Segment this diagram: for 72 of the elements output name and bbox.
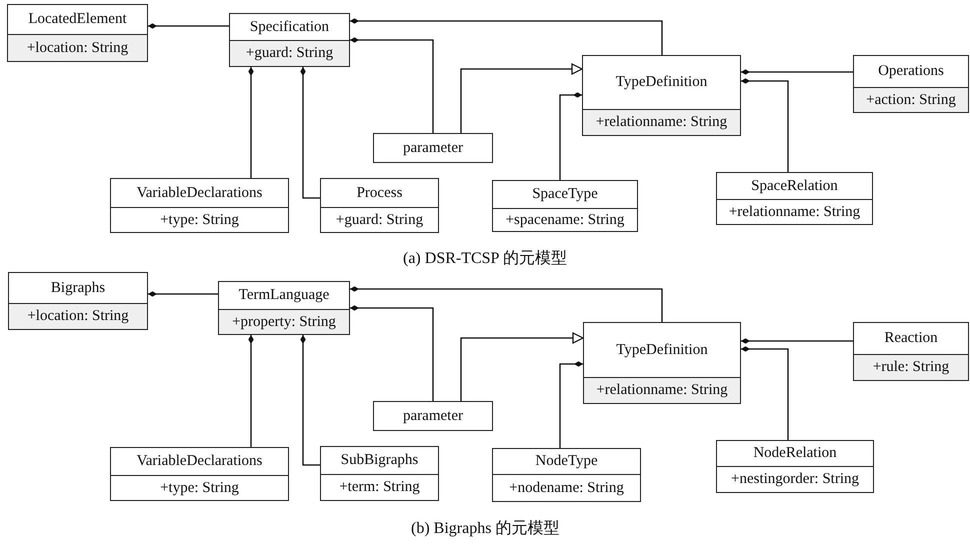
attribute-compartment: +rule: String <box>854 354 968 380</box>
class-name: parameter <box>402 138 464 158</box>
class-name: SpaceType <box>531 185 599 204</box>
class-name: LocatedElement <box>27 10 128 29</box>
class-box <box>583 322 741 404</box>
composition-line <box>148 23 229 29</box>
attribute-compartment: +relationname: String <box>584 377 740 403</box>
class-box <box>8 272 148 330</box>
class-box <box>110 447 289 501</box>
class-box <box>853 322 969 381</box>
class-box <box>492 180 638 232</box>
attribute-compartment: +spacename: String <box>493 208 637 231</box>
composition-line <box>741 78 789 172</box>
attribute-compartment: +location: String <box>8 34 147 61</box>
class-name: Specification <box>248 18 330 36</box>
generalization-arrow <box>460 332 584 401</box>
class-name: TermLanguage <box>238 286 330 305</box>
class-box <box>716 440 874 493</box>
composition-line <box>350 18 663 55</box>
class-name: TypeDefinition <box>615 340 709 360</box>
class-name: TypeDefinition <box>614 73 708 92</box>
class-name: SpaceRelation <box>750 176 839 196</box>
class-name: Bigraphs <box>50 278 106 298</box>
class-box <box>229 13 350 67</box>
attribute-compartment: +property: String <box>219 309 349 334</box>
composition-line <box>350 286 663 322</box>
composition-line <box>559 361 583 448</box>
class-box <box>110 178 289 233</box>
generalization-arrow <box>460 63 583 133</box>
class-name: parameter <box>402 406 464 426</box>
composition-line <box>741 346 789 440</box>
attribute-compartment: +location: String <box>9 303 147 329</box>
composition-line <box>350 305 434 401</box>
attribute-compartment: +guard: String <box>321 207 438 232</box>
attribute-compartment: +relationname: String <box>717 199 872 224</box>
class-box <box>218 281 350 335</box>
composition-line <box>300 335 320 466</box>
attribute-compartment: +nodename: String <box>493 474 640 501</box>
class-name: NodeType <box>534 452 599 471</box>
composition-line <box>300 67 320 199</box>
attribute-compartment: +term: String <box>321 474 438 500</box>
composition-line <box>148 291 218 297</box>
composition-line <box>350 37 434 133</box>
composition-line <box>559 92 582 180</box>
attribute-compartment: +guard: String <box>230 40 349 66</box>
attribute-compartment: +action: String <box>854 87 968 112</box>
composition-line <box>741 338 853 344</box>
attribute-compartment: +relationname: String <box>583 109 740 135</box>
class-box <box>7 4 148 62</box>
attribute-compartment: +nestingorder: String <box>717 466 873 492</box>
class-box <box>320 178 439 233</box>
class-box <box>582 55 741 136</box>
class-name: Process <box>356 184 404 202</box>
attribute-compartment: +type: String <box>111 207 288 232</box>
attribute-compartment: +type: String <box>111 475 288 500</box>
class-box <box>716 172 873 225</box>
class-name: VariableDeclarations <box>136 452 264 471</box>
composition-line <box>741 69 853 75</box>
figure-caption: (b) Bigraphs 的元模型 <box>411 518 560 538</box>
composition-line <box>248 67 254 178</box>
class-box <box>853 55 969 113</box>
class-box <box>492 448 641 502</box>
class-name: Operations <box>877 62 945 81</box>
class-box <box>320 446 439 501</box>
class-name: SubBigraphs <box>340 451 420 470</box>
class-name: Reaction <box>883 329 939 348</box>
class-box <box>373 133 493 163</box>
class-name: NodeRelation <box>752 444 838 463</box>
figure-caption: (a) DSR-TCSP 的元模型 <box>403 248 567 268</box>
class-box <box>373 401 493 431</box>
composition-line <box>248 335 254 447</box>
class-name: VariableDeclarations <box>136 184 264 202</box>
